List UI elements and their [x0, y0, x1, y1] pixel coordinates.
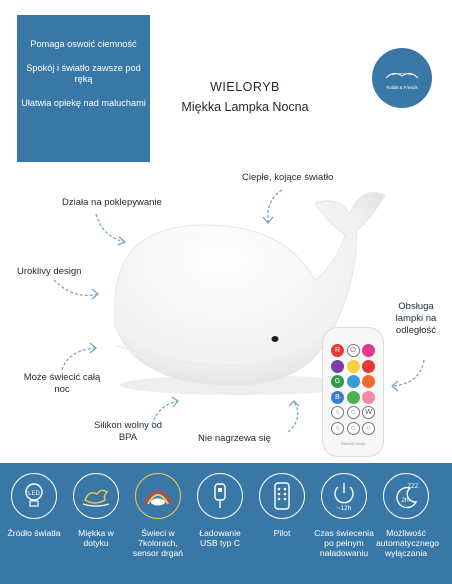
led-bulb-icon: LED	[11, 473, 57, 519]
arrow-silicone-icon	[151, 396, 179, 426]
feature-led: LED Źródło światła	[4, 473, 64, 538]
remote-purple-button[interactable]	[331, 359, 344, 373]
remote-power-button[interactable]: ⏻	[346, 344, 360, 357]
feature-led-label: Źródło światła	[7, 528, 61, 538]
remote-orange-button[interactable]	[362, 375, 375, 388]
remote-red-button[interactable]: R	[331, 344, 344, 357]
remote-pink-button[interactable]	[362, 344, 375, 357]
remote-yellow-button[interactable]	[346, 359, 360, 373]
features-strip: LED Źródło światła Miękka w dotyku Świec…	[0, 463, 452, 584]
auto-off-value: 2h	[401, 497, 409, 504]
title-sub: Miękka Lampka Nocna	[181, 100, 309, 114]
feature-usb-label: Ładowanie USB typ C	[199, 528, 241, 548]
brand-logo: Rabbit & Friends	[372, 48, 432, 108]
remote-brand: Rabbit&Friends	[340, 442, 366, 446]
led-label: LED	[28, 491, 40, 497]
title-main: WIELORYB	[210, 80, 280, 94]
feature-colors: Świeci w 7kolorach, sensor drgań	[128, 473, 188, 558]
logo-text: Rabbit & Friends	[386, 85, 418, 90]
product-title: WIELORYB Miękka Lampka Nocna	[150, 80, 340, 114]
remote-red2-button[interactable]	[362, 359, 375, 373]
remote-white-button[interactable]: W	[362, 406, 375, 419]
zzz-label: ZZZ	[408, 484, 419, 490]
callout-warm-light: Ciepłe, kojące światło	[242, 172, 334, 183]
arrow-warm-light-icon	[262, 189, 283, 225]
arrow-no-heat-icon	[287, 400, 300, 433]
remote-icon	[259, 473, 305, 519]
runtime-value: ~12h	[337, 505, 352, 512]
feature-colors-label: Świeci w 7kolorach, sensor drgań	[132, 528, 184, 558]
feature-runtime-label: Czas świecenia po pełnym naładowaniu	[314, 528, 374, 558]
remote-blue-button[interactable]: B	[331, 390, 344, 404]
promo-line-1: Pomaga oswoić ciemność	[30, 39, 137, 49]
arrow-design-icon	[53, 279, 100, 300]
remote-control: R ⏻ G B ○ ○ W ○ ○ ○ Rabbit&Friends	[322, 327, 384, 457]
promo-box: Pomaga oswoić ciemność Spokój i światło …	[17, 15, 150, 162]
power-timer-icon: ~12h	[321, 473, 367, 519]
soft-duck-icon	[73, 473, 119, 519]
arrow-tap-icon	[95, 213, 127, 246]
arrow-remote-icon	[390, 359, 425, 392]
feature-soft: Miękka w dotyku	[66, 473, 126, 548]
remote-mode-button-3[interactable]: ○	[331, 421, 344, 435]
color-rainbow-icon	[135, 473, 181, 519]
usb-c-icon	[197, 473, 243, 519]
callout-no-heat: Nie nagrzewa się	[198, 433, 271, 444]
remote-green2-button[interactable]	[346, 390, 360, 404]
remote-button-grid: R ⏻ G B ○ ○ W ○ ○ ○	[331, 344, 375, 435]
whale-lamp	[114, 192, 385, 395]
promo-line-3: Ułatwia opiekę nad maluchami	[21, 97, 146, 108]
callout-design: Uroklivy design	[17, 266, 82, 277]
sleep-timer-icon: ZZZ 2h	[383, 473, 429, 519]
remote-light-blue-button[interactable]	[346, 375, 360, 388]
callout-remote: Obsługa lampki na odległość	[395, 301, 437, 336]
remote-rose-button[interactable]	[362, 390, 375, 404]
feature-remote: Pilot	[252, 473, 312, 538]
arrow-night-icon	[61, 342, 98, 371]
callout-silicone: Silikon wolny od BPA	[93, 420, 163, 443]
remote-mode-button-2[interactable]: ○	[346, 406, 360, 419]
feature-usb: Ładowanie USB typ C	[190, 473, 250, 548]
promo-line-2: Spokój i światło zawsze pod ręką	[26, 62, 141, 85]
bird-logo-icon	[385, 72, 419, 79]
remote-mode-button-1[interactable]: ○	[331, 406, 344, 419]
feature-soft-label: Miękka w dotyku	[78, 528, 114, 548]
remote-mode-button-4[interactable]: ○	[346, 421, 360, 435]
remote-green-button[interactable]: G	[331, 375, 344, 388]
remote-mode-button-5[interactable]: ○	[362, 421, 375, 435]
feature-auto-off-label: Możliwość automatycznego wyłączania	[376, 528, 440, 558]
callout-night: Może świecić całą noc	[23, 372, 101, 395]
feature-runtime: ~12h Czas świecenia po pełnym naładowani…	[314, 473, 374, 558]
callout-tap: Działa na poklepywanie	[62, 197, 162, 208]
feature-auto-off: ZZZ 2h Możliwość automatycznego wyłączan…	[376, 473, 440, 558]
feature-remote-label: Pilot	[273, 528, 291, 538]
